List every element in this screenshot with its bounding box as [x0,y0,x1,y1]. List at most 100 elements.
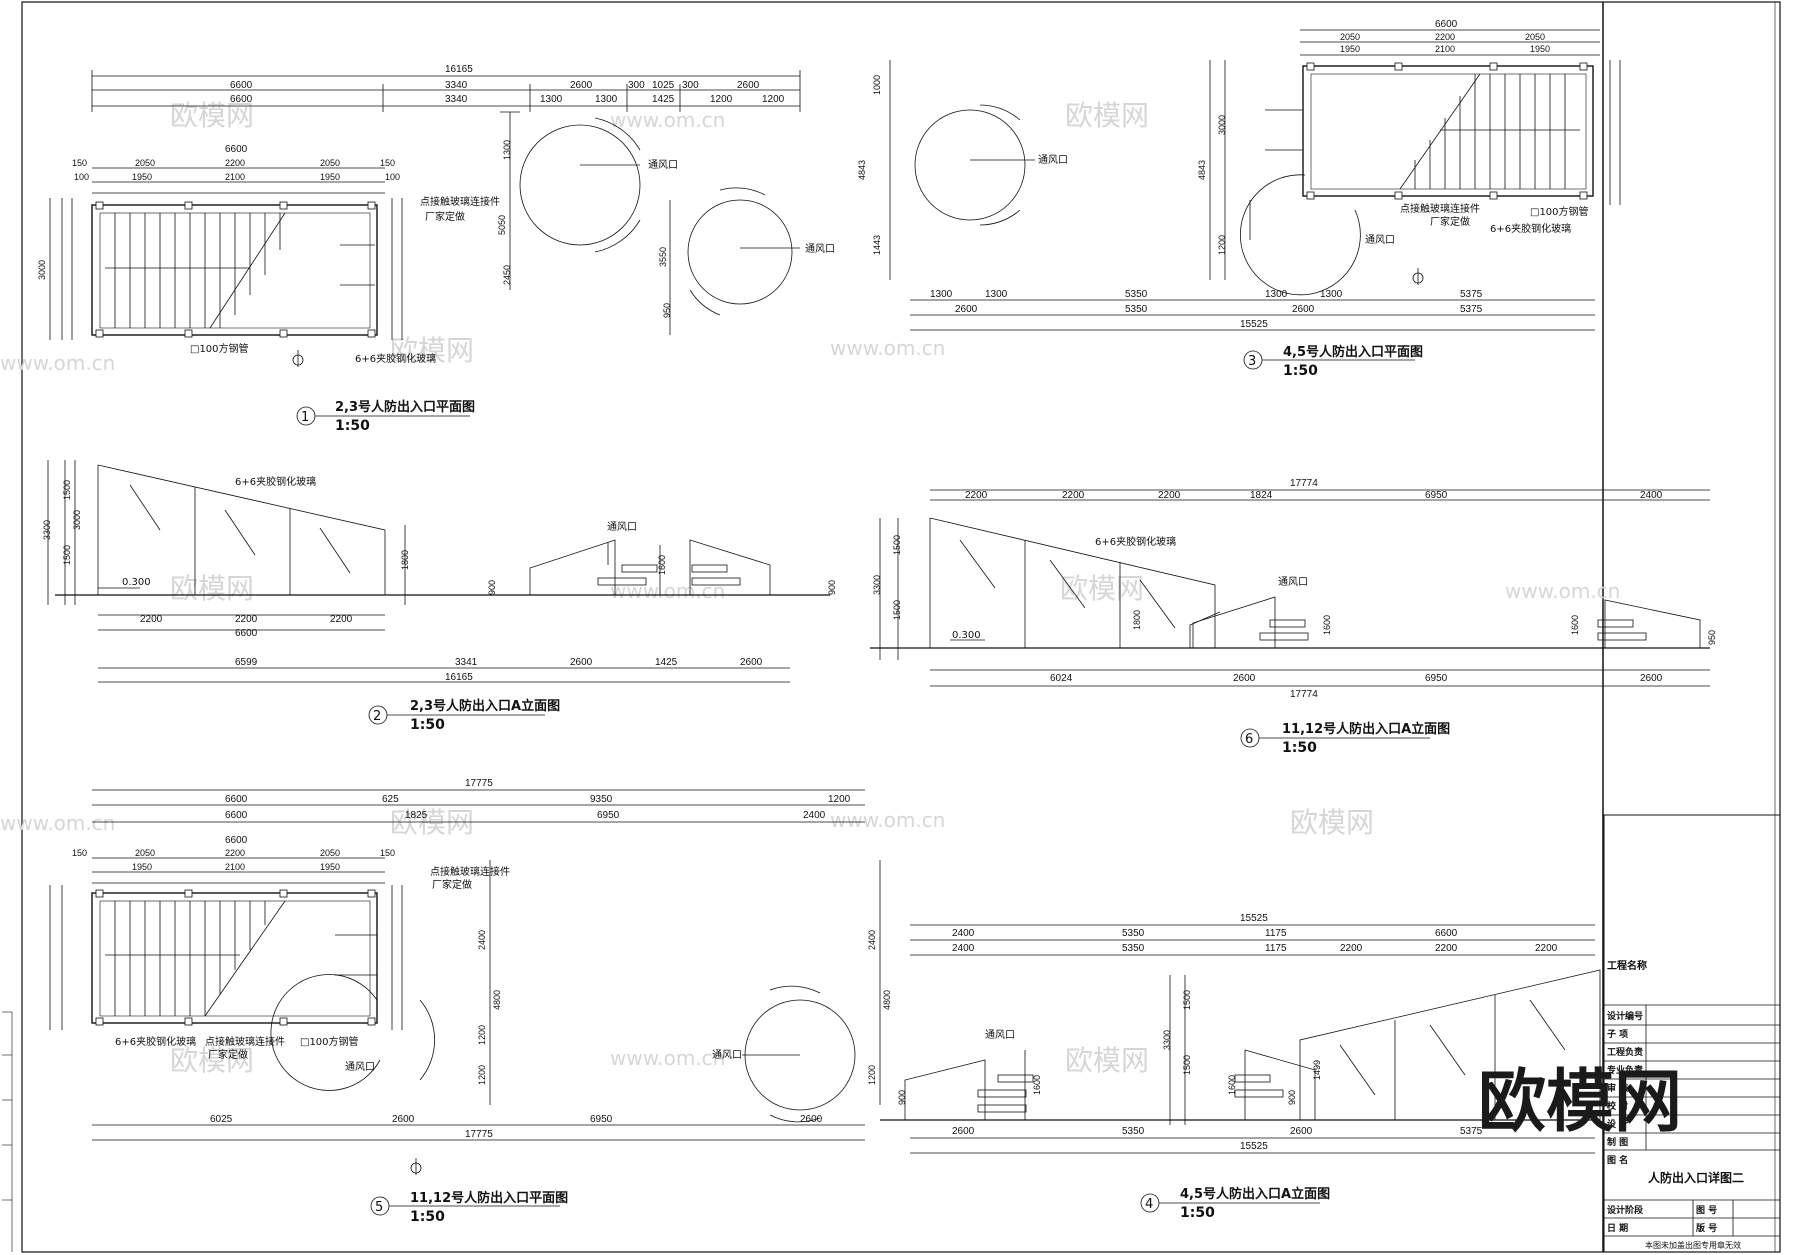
v5-scale: 1:50 [410,1209,445,1225]
v4-total: 15525 [1240,913,1268,924]
v4-b-total: 15525 [1240,1141,1268,1152]
v5-sub-g: 1950 [320,862,340,872]
wm-7: 欧模网 [1290,806,1374,839]
v1-r2-f: 1200 [710,94,733,105]
wm-url-5: www.om.cn [610,1046,725,1070]
v3-left-a: 1000 [872,75,882,95]
v1-r2-b: 3340 [445,94,468,105]
v6-b-c: 6950 [1425,673,1448,684]
v6-t-b: 2200 [1062,490,1085,501]
v6-t-d: 1824 [1250,490,1273,501]
view-5-plan [49,789,881,1216]
v4-h-a: 900 [897,1090,907,1105]
view-1-plan [49,70,801,426]
v1-circ-d: 2450 [502,265,512,285]
wm-url-7: www.om.cn [0,351,115,375]
v3-vent-2: 通风口 [1365,234,1395,246]
v4-b-c: 2600 [1290,1126,1313,1137]
view-1-labels: 16165 6600 3340 2600 300 1025 300 2600 6… [37,64,835,434]
v6-t-f: 2400 [1640,490,1663,501]
v2-level: 0.300 [122,577,151,588]
v5-pipe: □100方钢管 [300,1035,359,1048]
v3-title: 4,5号人防出入口平面图 [1283,344,1423,360]
v6-level: 0.300 [952,630,981,641]
tb-name-label: 图 名 [1607,1154,1628,1166]
tb-date: 日 期 [1607,1222,1628,1234]
tb-eng-lead: 工程负责 [1607,1046,1643,1058]
v1-bay-c: 2200 [225,158,245,168]
wm-3: 欧模网 [390,334,474,367]
v2-b-d: 1425 [655,657,678,668]
v6-h-i: 1600 [1322,615,1332,635]
v4-r2-b: 5350 [1122,943,1145,954]
v5-vent-1: 通风口 [345,1061,375,1073]
v6-h-d: 1500 [892,600,902,620]
v6-t-a: 2200 [965,490,988,501]
v3-vent-1: 通风口 [1038,154,1068,166]
tb-drafter: 制 图 [1607,1136,1628,1148]
wm-5: 欧模网 [1060,572,1144,605]
v6-h-j: 1600 [1570,615,1580,635]
v3-mid-b: 4843 [1197,160,1207,180]
v1-r2-d: 1300 [595,94,618,105]
v6-b-b: 2600 [1233,673,1256,684]
view-6-elevation [870,489,1710,748]
v4-b-a: 2600 [952,1126,975,1137]
v1-bay-b: 2050 [135,158,155,168]
v5-b-b: 2600 [392,1114,415,1125]
v3-glass: 6+6夹胶钢化玻璃 [1490,222,1571,235]
v5-sub-e: 2100 [225,862,245,872]
v2-b-e: 2600 [740,657,763,668]
v5-title: 11,12号人防出入口平面图 [410,1190,568,1206]
v4-h-c: 3300 [1162,1030,1172,1050]
v3-sub-e: 2100 [1435,44,1455,54]
wm-url-4: www.om.cn [830,808,945,832]
v6-h-k: 950 [1707,630,1717,645]
v1-circ-c: 5050 [497,215,507,235]
v3-r1-b: 1300 [985,289,1008,300]
v4-vent: 通风口 [985,1029,1015,1041]
v6-t-c: 2200 [1158,490,1181,501]
v1-r1-d: 300 [628,80,645,91]
v2-width: 6600 [235,628,258,639]
v3-total: 15525 [1240,319,1268,330]
v4-r2-d: 2200 [1340,943,1363,954]
v1-bay-e: 150 [380,158,395,168]
v5-b-c: 6950 [590,1114,613,1125]
v1-r1-b: 3340 [445,80,468,91]
wm-4: 欧模网 [170,572,254,605]
v1-sub-c: 1950 [132,172,152,182]
v4-r1-c: 1175 [1265,928,1287,939]
v1-connector: 点接触玻璃连接件 [420,195,500,208]
v4-r1-b: 5350 [1122,928,1145,939]
wm-url-6: www.om.cn [1505,579,1620,603]
v1-depth: 3000 [37,260,47,280]
view-4-labels: 15525 2400 5350 1175 6600 2400 5350 1175… [897,913,1558,1221]
v2-scale: 1:50 [410,717,445,733]
v2-h-a: 3300 [42,520,52,540]
v5-sub-c: 1950 [132,862,152,872]
v2-bay-c: 2200 [330,614,353,625]
v3-mid-d: 1200 [1217,235,1227,255]
v1-title: 2,3号人防出入口平面图 [335,399,475,415]
v1-bay-a: 150 [72,158,87,168]
view-6-labels: 17774 2200 2200 2200 1824 6950 2400 6+6夹… [872,478,1717,756]
v6-b-total: 17774 [1290,689,1318,700]
v4-h-h: 900 [1287,1090,1297,1105]
v3-r2-b: 5350 [1125,304,1148,315]
tb-design-no: 设计编号 [1607,1010,1643,1022]
v5-b-a: 6025 [210,1114,233,1125]
wm-url-3: www.om.cn [610,579,725,603]
v3-no: 3 [1248,354,1256,369]
v3-mid-a: 3000 [1217,115,1227,135]
v5-r1-d: 1200 [828,794,851,805]
v1-vendor: 厂家定做 [425,210,465,223]
v3-bay-b: 2050 [1340,32,1360,42]
v5-bay-c: 2200 [225,848,245,858]
tb-project: 工程名称 [1607,959,1647,972]
v2-h-k: 900 [827,580,837,595]
v5-b-total: 17775 [465,1129,493,1140]
v5-vent-2: 通风口 [712,1049,742,1061]
v3-r1-c: 5350 [1125,289,1148,300]
